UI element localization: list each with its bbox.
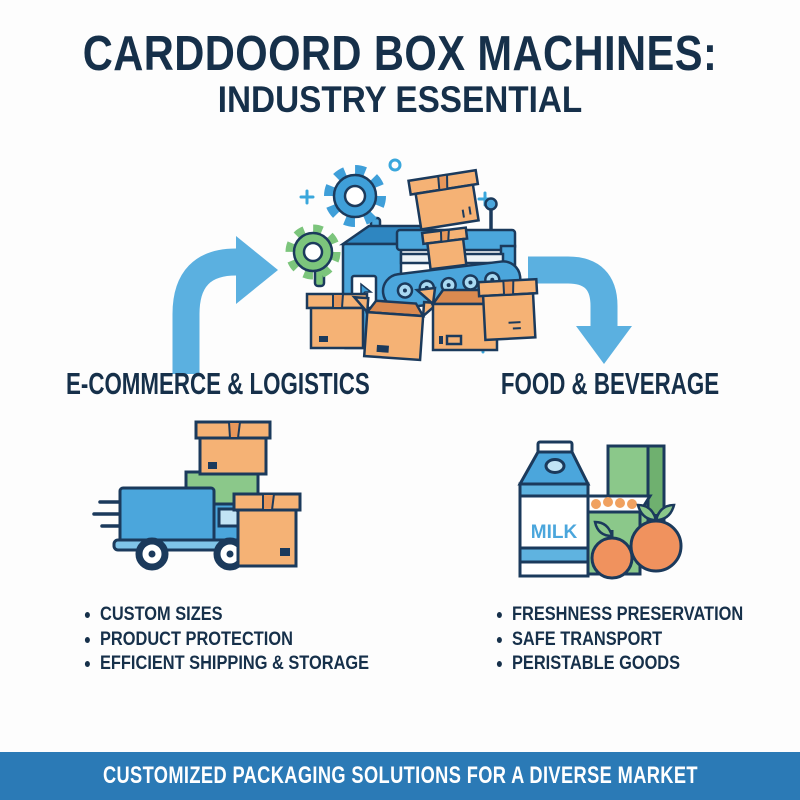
front-parcel: [232, 492, 302, 568]
page-subtitle: INDUSTRY ESSENTIAL: [217, 79, 583, 120]
blue-gear-icon: [324, 165, 386, 227]
list-item: EFFICIENT SHIPPING & STORAGE: [100, 651, 369, 676]
list-item: PRODUCT PROTECTION: [100, 627, 369, 652]
truck-wheels: [135, 537, 247, 571]
list-item: FRESHNESS PRESERVATION: [512, 602, 743, 627]
box-on-machine-top: [407, 168, 480, 231]
footer-banner: CUSTOMIZED PACKAGING SOLUTIONS FOR A DIV…: [0, 752, 800, 800]
box-machine-illustration: [285, 158, 539, 362]
footer-banner-text: CUSTOMIZED PACKAGING SOLUTIONS FOR A DIV…: [102, 762, 698, 789]
green-gear-icon: [285, 224, 341, 280]
finished-boxes: [305, 277, 539, 362]
heading-ecommerce-logistics: E-COMMERCE & LOGISTICS: [66, 366, 370, 401]
page-title: CARDDOORD BOX MACHINES:: [82, 27, 718, 81]
list-item: CUSTOM SIZES: [100, 602, 369, 627]
top-parcel: [194, 420, 272, 476]
fruit: [590, 503, 683, 580]
curved-arrow-right-icon: [172, 236, 278, 374]
milk-label: MILK: [531, 522, 578, 543]
list-item: PERISTABLE GOODS: [512, 651, 743, 676]
milk-carton: MILK: [517, 440, 591, 578]
ecommerce-bullet-list: CUSTOM SIZES PRODUCT PROTECTION EFFICIEN…: [80, 602, 420, 676]
delivery-truck-illustration: [92, 420, 302, 571]
food-bullet-list: FRESHNESS PRESERVATION SAFE TRANSPORT PE…: [492, 602, 787, 676]
food-beverage-illustration: MILK: [517, 440, 683, 580]
heading-food-beverage: FOOD & BEVERAGE: [500, 366, 720, 401]
curved-arrow-down-icon: [528, 256, 632, 364]
list-item: SAFE TRANSPORT: [512, 627, 743, 652]
title-block: CARDDOORD BOX MACHINES: INDUSTRY ESSENTI…: [0, 28, 800, 120]
box-on-conveyor: [420, 226, 469, 271]
